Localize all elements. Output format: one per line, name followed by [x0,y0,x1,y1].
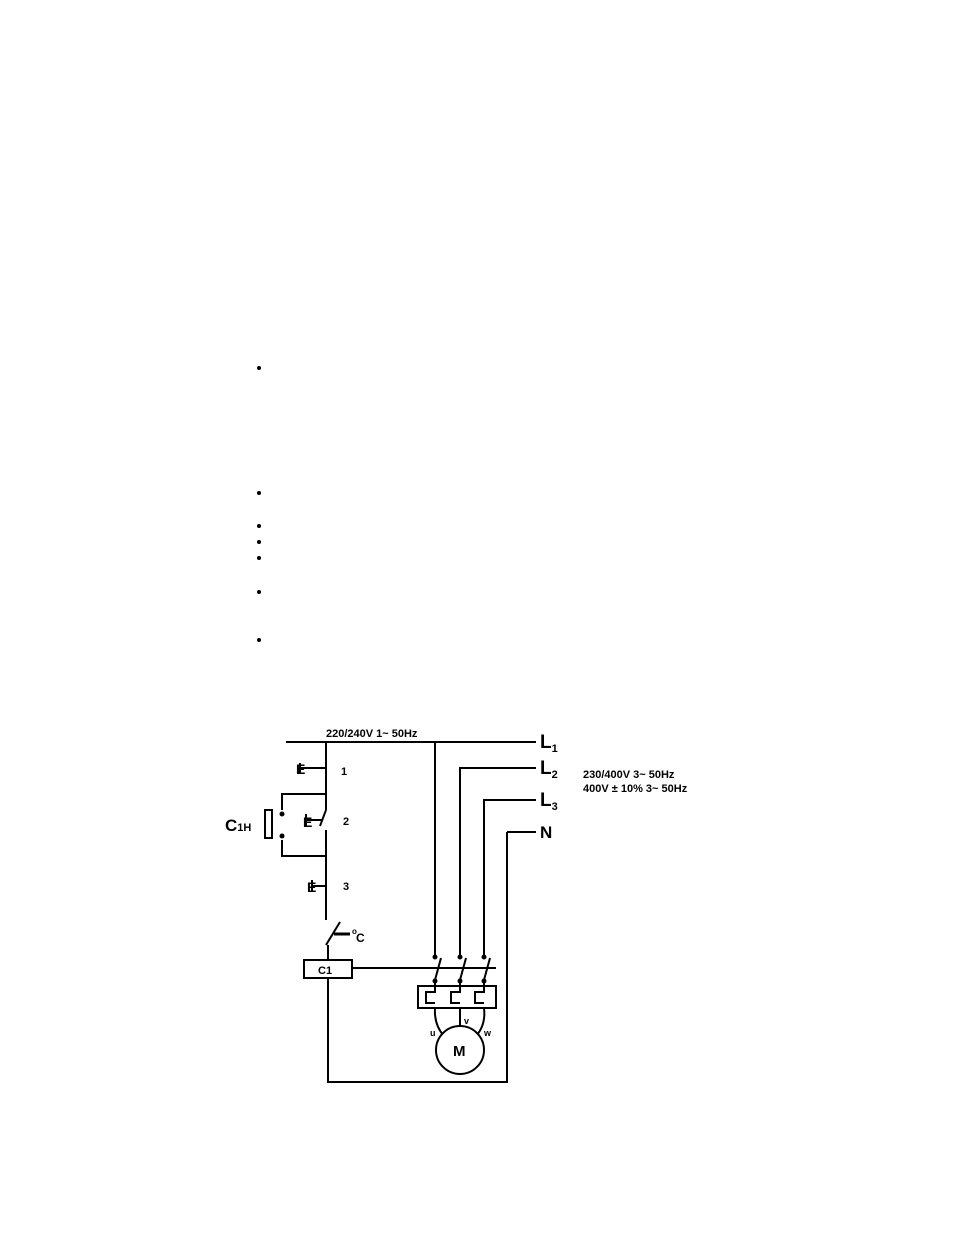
thermostat-contact [325,921,350,946]
bullet-1 [257,366,261,370]
button-2-symbol: E [303,814,312,830]
button-3-symbol: E [307,879,316,895]
overload-relay [417,983,497,1009]
bullet-2 [257,491,261,495]
bullet-5 [257,556,261,560]
button-3 [311,878,327,894]
stop-button-1 [299,760,327,776]
single-phase-label: 220/240V 1~ 50Hz [326,728,418,740]
hold-branch-top [281,793,326,810]
contactor-coil-label: C1 [318,965,332,977]
thermostat-degree: o [352,927,357,936]
motor-w-label: w [483,1028,492,1038]
button-1-number: 1 [341,766,347,778]
bullet-3 [257,524,261,528]
three-phase-label-2: 400V ± 10% 3~ 50Hz [583,783,688,795]
motor-circle [435,1025,485,1075]
hold-contact-dot-top [279,811,285,817]
motor-lead-u [433,1007,445,1037]
hold-contact-box [264,809,273,839]
hold-branch-bottom [281,840,326,857]
bullet-6 [257,590,261,594]
n-label: N [540,823,552,842]
button-3-number: 3 [343,881,349,893]
l2-label: L2 [540,758,558,781]
start-button-2 [305,809,327,827]
l3-wire [483,799,536,955]
l3-label: L3 [540,790,558,813]
hold-contact-dot-bottom [279,833,285,839]
bullet-7 [257,638,261,642]
button-1-symbol: E [296,761,305,777]
main-contacts [432,954,491,984]
motor-v-label: v [464,1016,469,1026]
l1-label: L1 [540,732,558,755]
three-phase-label-1: 230/400V 3~ 50Hz [583,769,675,781]
motor-u-label: u [430,1028,436,1038]
button-2-number: 2 [343,816,349,828]
neutral-return [327,968,508,1083]
bullet-4 [257,540,261,544]
hold-contact-label: C1H [225,816,251,835]
motor-label: M [453,1043,466,1060]
l2-wire [459,767,536,955]
thermostat-label: C [356,931,365,945]
